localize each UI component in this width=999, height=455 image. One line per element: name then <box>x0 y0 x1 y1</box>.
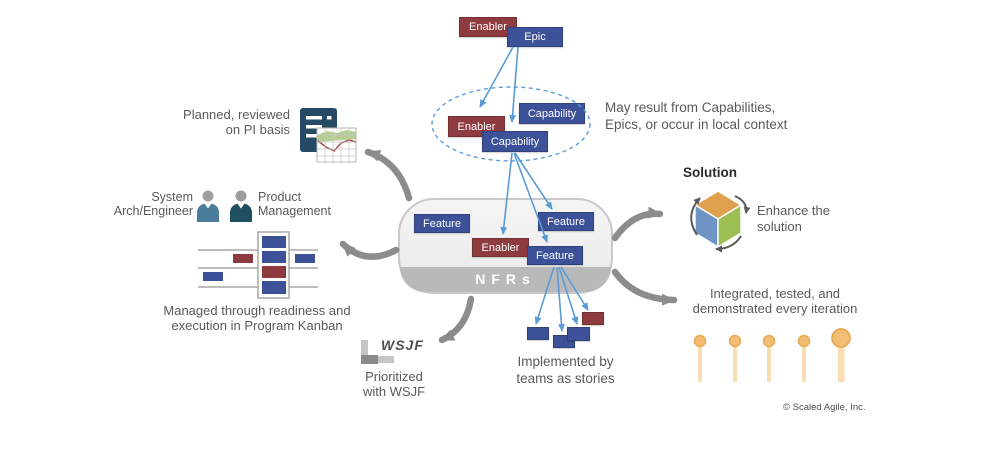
enabler-feature-box: Enabler <box>472 238 529 257</box>
epic-label: Epic <box>524 31 546 43</box>
program-kanban-board-icon <box>198 231 318 299</box>
iteration-line2: demonstrated every iteration <box>692 301 858 316</box>
feature-box-top-right: Feature <box>538 212 594 231</box>
story-box-enabler <box>582 312 604 325</box>
pi-plan-line1: Planned, reviewed <box>183 107 290 122</box>
kanban-line1: Managed through readiness and <box>163 303 351 318</box>
iteration-line1: Integrated, tested, and <box>709 286 841 301</box>
capability-top-box: Capability <box>519 103 585 124</box>
feature-box-mid-right: Feature <box>527 246 583 265</box>
feature-box-top-left: Feature <box>414 214 470 233</box>
system-line1: System <box>151 190 193 204</box>
system-arch-caption: System Arch/Engineer <box>100 190 193 218</box>
wsjf-icon-label: WSJF <box>381 337 424 353</box>
stories-caption: Implemented by teams as stories <box>503 353 628 387</box>
wsjf-caption: Prioritized with WSJF <box>352 369 436 399</box>
system-arch-person-icon <box>197 190 219 222</box>
epic-box: Epic <box>507 27 563 47</box>
enhance-caption: Enhance the solution <box>757 203 857 235</box>
system-line2: Arch/Engineer <box>113 204 193 218</box>
product-line1: Product <box>258 190 302 204</box>
note-line1: May result from Capabilities, <box>605 100 776 115</box>
story-box <box>527 327 549 340</box>
enabler-epic-box: Enabler <box>459 17 517 37</box>
capability-bottom-label: Capability <box>490 135 540 148</box>
enabler-feature-label: Enabler <box>481 241 520 254</box>
product-line2: Management <box>258 204 331 218</box>
product-mgmt-person-icon <box>230 190 252 222</box>
local-context-note: May result from Capabilities, Epics, or … <box>605 99 880 133</box>
stories-line2: teams as stories <box>516 371 615 386</box>
kanban-caption: Managed through readiness and execution … <box>155 303 359 333</box>
iteration-caption: Integrated, tested, and demonstrated eve… <box>670 286 880 316</box>
rotating-cube-icon <box>690 190 751 253</box>
pi-plan-line2: on PI basis <box>225 122 290 137</box>
kanban-line2: execution in Program Kanban <box>171 318 343 333</box>
wsjf-line2: with WSJF <box>362 384 426 399</box>
note-line2: Epics, or occur in local context <box>605 117 788 132</box>
nfrs-bar: NFRs <box>400 267 611 292</box>
pi-plan-caption: Planned, reviewed on PI basis <box>150 107 290 137</box>
feature-label: Feature <box>547 215 585 228</box>
story-box <box>567 327 590 341</box>
enhance-line2: solution <box>757 219 802 234</box>
milestone-lollipops-icon <box>693 328 851 382</box>
product-mgmt-caption: Product Management <box>258 190 358 218</box>
solution-title: Solution <box>683 165 737 180</box>
feature-label: Feature <box>536 249 574 262</box>
wsjf-line1: Prioritized <box>365 369 423 384</box>
copyright-text: © Scaled Agile, Inc. <box>783 402 866 413</box>
enabler-epic-label: Enabler <box>469 21 507 33</box>
stories-line1: Implemented by <box>517 354 614 369</box>
capability-bottom-box: Capability <box>482 131 548 152</box>
enhance-line1: Enhance the <box>757 203 831 218</box>
capability-top-label: Capability <box>527 107 577 120</box>
feature-label: Feature <box>423 217 461 230</box>
clipboard-chart-icon <box>300 108 357 163</box>
